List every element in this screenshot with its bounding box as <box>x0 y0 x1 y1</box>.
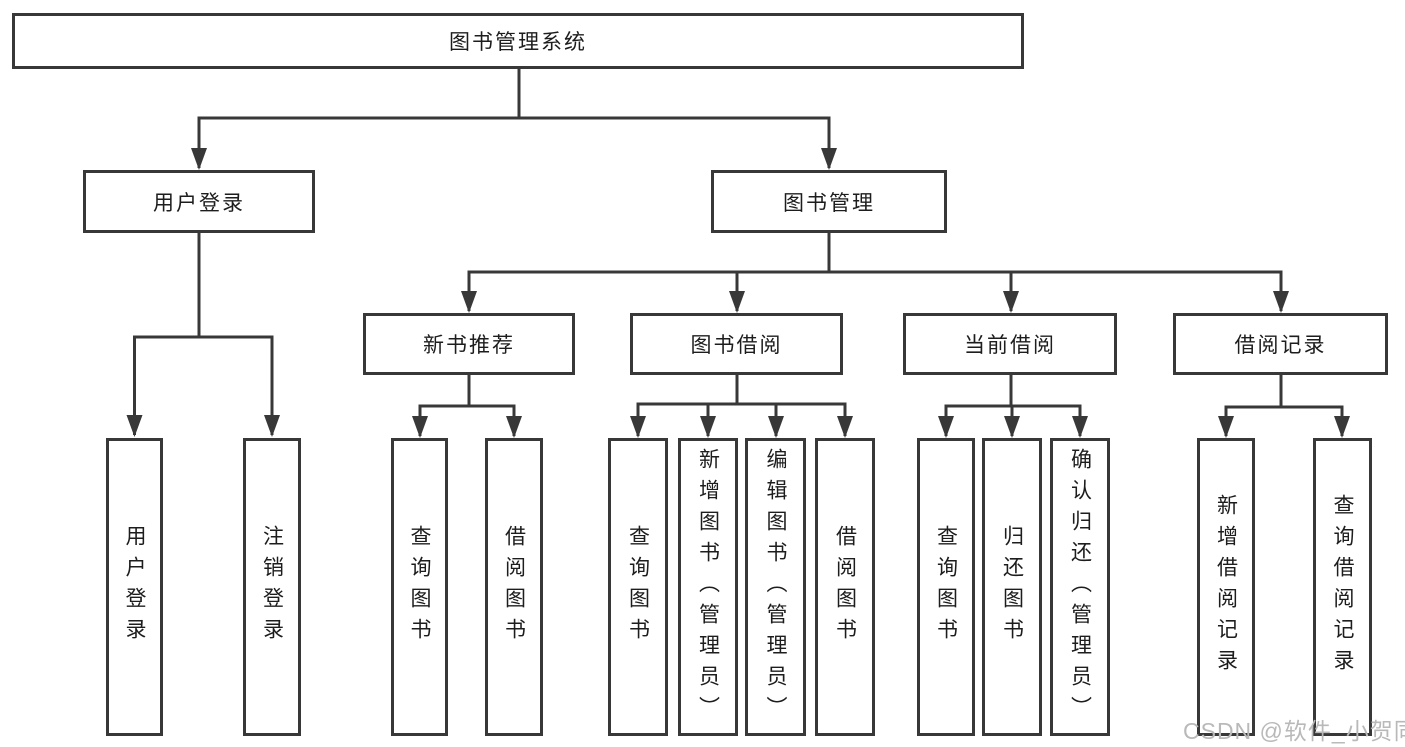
arrowhead-icon <box>821 148 837 170</box>
arrowhead-icon <box>1003 291 1019 313</box>
node-user-login: 用户登录 <box>83 170 315 233</box>
leaf-user-login: 用户登录 <box>106 438 163 736</box>
leaf-logout-label: 注销登录 <box>260 525 284 649</box>
node-new-book-recommend-label: 新书推荐 <box>423 334 515 357</box>
leaf-add-book-admin: 新增图书（管理员） <box>678 438 738 736</box>
leaf-search-borrow-record-label: 查询借阅记录 <box>1331 494 1354 680</box>
arrowhead-icon <box>1072 416 1088 438</box>
connector-new-book-bracket <box>418 404 516 436</box>
arrowhead-icon <box>837 416 853 438</box>
node-current-borrow: 当前借阅 <box>903 313 1117 375</box>
connector-book-borrow-bracket <box>636 402 847 436</box>
leaf-recommend-search-book-label: 查询图书 <box>408 525 431 649</box>
leaf-confirm-return-admin-label: 确认归还（管理员） <box>1068 447 1092 727</box>
arrowhead-icon <box>191 148 207 170</box>
node-user-login-label: 用户登录 <box>153 191 245 215</box>
leaf-edit-book-admin: 编辑图书（管理员） <box>745 438 806 736</box>
leaf-add-borrow-record: 新增借阅记录 <box>1197 438 1255 736</box>
leaf-edit-book-admin-label: 编辑图书（管理员） <box>764 447 787 727</box>
arrowhead-icon <box>1273 291 1289 313</box>
node-book-management: 图书管理 <box>711 170 947 233</box>
leaf-borrow-search-book: 查询图书 <box>608 438 668 736</box>
arrowhead-icon <box>126 415 143 437</box>
connector-level2-bracket <box>197 116 831 168</box>
connector-level3-bracket <box>467 270 1283 311</box>
csdn-watermark: CSDN @软件_小贺同学 <box>1183 718 1405 744</box>
node-current-borrow-label: 当前借阅 <box>964 334 1056 357</box>
leaf-return-book-label: 归还图书 <box>1000 525 1024 649</box>
arrowhead-icon <box>264 415 280 437</box>
leaf-search-borrow-record: 查询借阅记录 <box>1313 438 1372 736</box>
arrowhead-icon <box>1334 416 1350 438</box>
node-root: 图书管理系统 <box>12 13 1024 69</box>
leaf-user-login-label: 用户登录 <box>123 525 146 649</box>
leaf-logout: 注销登录 <box>243 438 301 736</box>
arrowhead-icon <box>461 291 477 313</box>
node-book-borrow-label: 图书借阅 <box>690 334 783 357</box>
leaf-current-search-book-label: 查询图书 <box>934 525 958 649</box>
node-borrow-records-label: 借阅记录 <box>1234 334 1327 357</box>
leaf-recommend-borrow-book-label: 借阅图书 <box>502 525 526 649</box>
arrowhead-icon <box>729 291 745 313</box>
arrowhead-icon <box>938 416 954 438</box>
arrowhead-icon <box>1004 416 1020 438</box>
arrowhead-icon <box>768 416 784 438</box>
leaf-confirm-return-admin: 确认归还（管理员） <box>1050 438 1110 736</box>
leaf-recommend-search-book: 查询图书 <box>391 438 448 736</box>
node-borrow-records: 借阅记录 <box>1173 313 1388 375</box>
arrowhead-icon <box>630 416 646 438</box>
leaf-recommend-borrow-book: 借阅图书 <box>485 438 543 736</box>
leaf-add-borrow-record-label: 新增借阅记录 <box>1214 494 1238 680</box>
leaf-return-book: 归还图书 <box>982 438 1042 736</box>
arrowhead-icon <box>1218 416 1234 438</box>
arrowhead-icon <box>700 416 716 438</box>
leaf-borrow-search-book-label: 查询图书 <box>626 525 650 649</box>
leaf-borrow-book-label: 借阅图书 <box>833 525 857 649</box>
node-book-management-label: 图书管理 <box>783 191 875 215</box>
leaf-current-search-book: 查询图书 <box>917 438 975 736</box>
leaf-borrow-book: 借阅图书 <box>815 438 875 736</box>
connector-user-login-bracket <box>133 335 274 435</box>
connector-borrow-records-bracket <box>1224 405 1344 436</box>
arrowhead-icon <box>506 416 522 438</box>
arrowhead-icon <box>412 416 428 438</box>
node-root-label: 图书管理系统 <box>449 31 587 54</box>
node-book-borrow: 图书借阅 <box>630 313 843 375</box>
node-new-book-recommend: 新书推荐 <box>363 313 575 375</box>
leaf-add-book-admin-label: 新增图书（管理员） <box>696 447 720 727</box>
